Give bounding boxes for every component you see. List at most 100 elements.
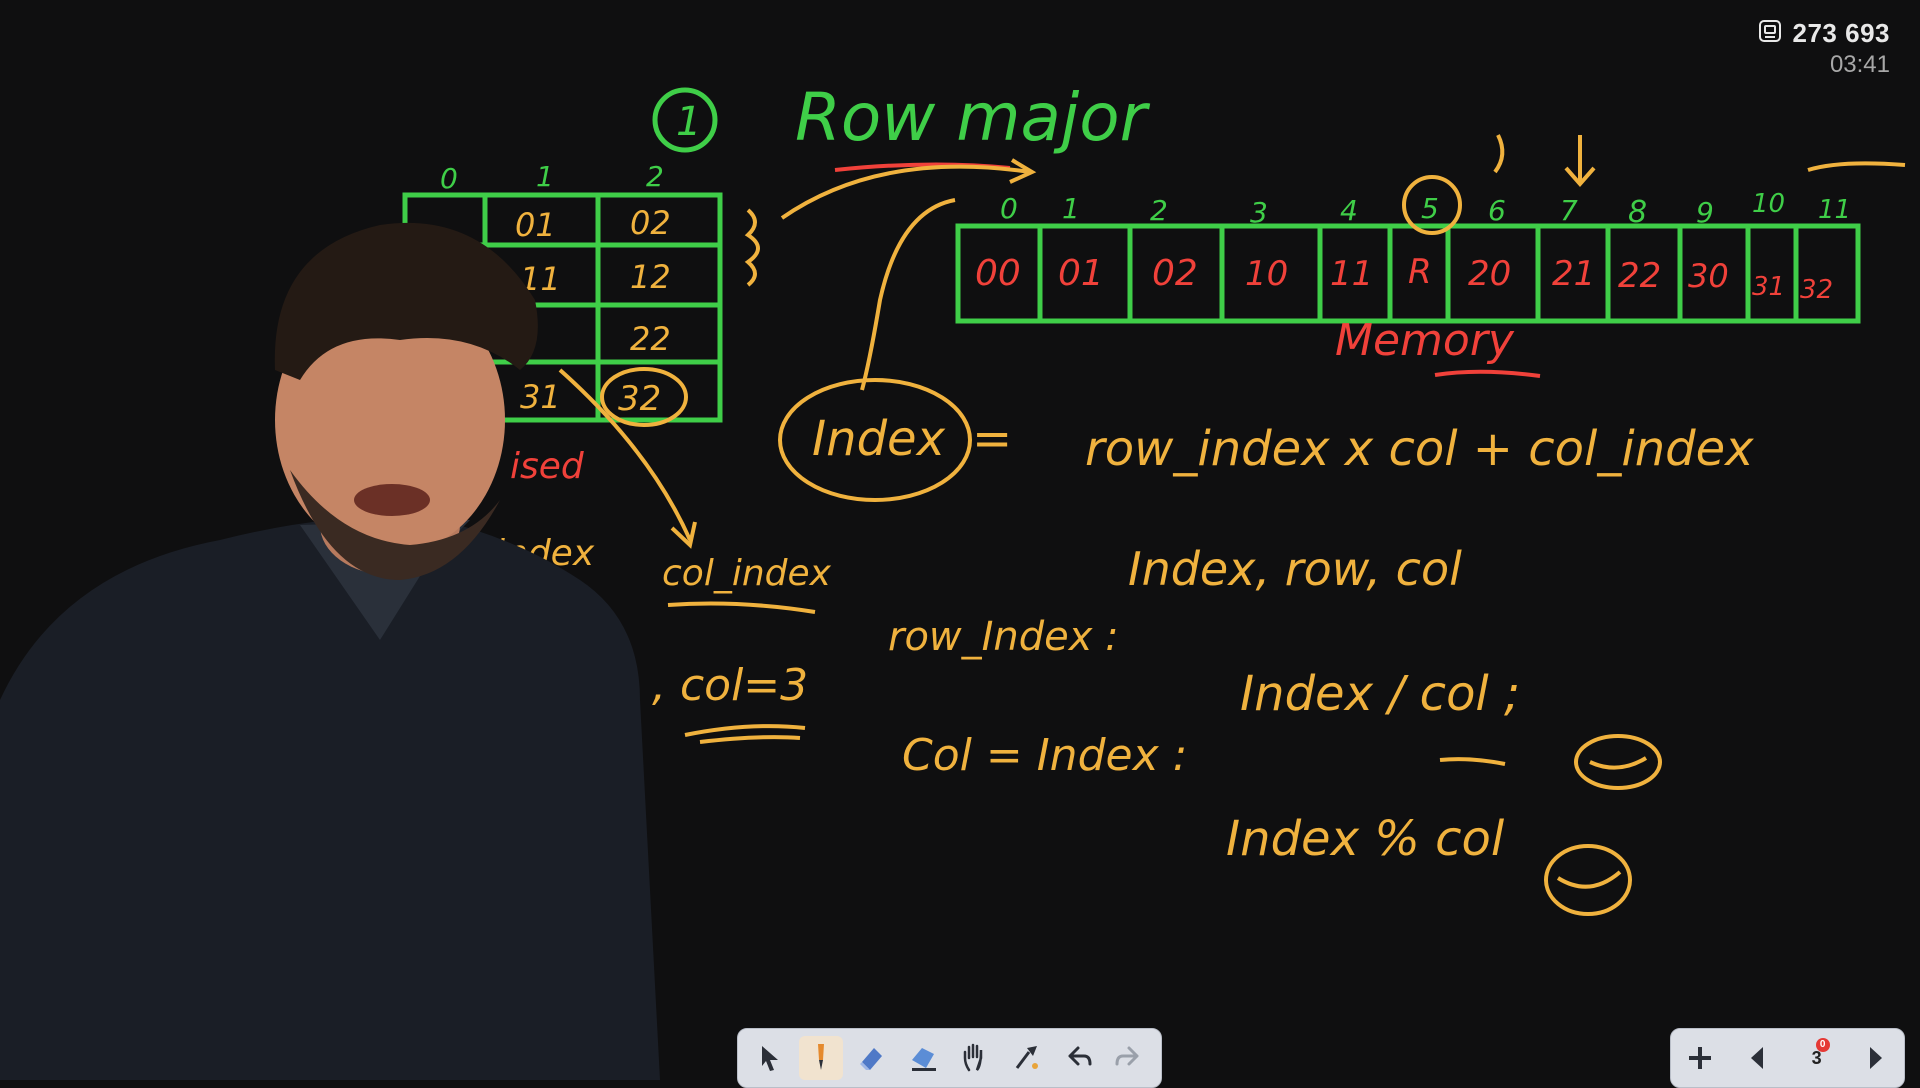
presenter-shirt: [0, 520, 660, 1080]
drawing-toolbar: [737, 1028, 1162, 1088]
highlighter-icon[interactable]: [902, 1036, 946, 1080]
page-number: 3: [1811, 1047, 1822, 1068]
title-row-major: Row major: [795, 79, 1151, 156]
matrix-cell: 01: [515, 206, 556, 244]
memory-index: 7: [1560, 194, 1578, 227]
presenter: [0, 222, 660, 1080]
row-index-formula: Index / col ;: [1240, 666, 1520, 722]
page-navigation: 3 0: [1670, 1028, 1905, 1088]
memory-index: 11: [1818, 195, 1851, 225]
page-indicator: 3 0: [1811, 1037, 1830, 1069]
matrix-cell: 32: [618, 379, 661, 419]
eraser-icon[interactable]: [850, 1036, 894, 1080]
col-equals-3: , col=3: [652, 660, 808, 711]
col-index-label: col_index: [662, 553, 832, 594]
matrix-col-header: 1: [536, 160, 554, 193]
memory-arrow: [1807, 161, 1906, 172]
index-circle: [778, 378, 972, 502]
memory-label: Memory: [1335, 315, 1515, 366]
plus-icon: [1689, 1047, 1712, 1069]
arrow-matrix-to-memory-head: [1009, 158, 1037, 184]
presenter-hair: [274, 222, 538, 380]
memory-cell: 00: [975, 253, 1021, 294]
memory-strip: 0 1 2 3 4 5 6 7 8 9 10 11 00 01 02 10 11…: [955, 134, 1906, 378]
view-count: 273 693: [1792, 18, 1890, 48]
memory-cell: 32: [1800, 275, 1833, 305]
pointer-icon[interactable]: [748, 1036, 792, 1080]
memory-index: 5: [1421, 192, 1439, 225]
check-circle: [1574, 734, 1662, 790]
matrix-cell: 22: [630, 320, 671, 358]
matrix-cell: 12: [630, 258, 671, 296]
memory-index: 2: [1150, 194, 1168, 227]
memory-index: 1: [1062, 192, 1080, 225]
undo-icon[interactable]: [1056, 1036, 1100, 1080]
memory-cell: 21: [1552, 254, 1595, 294]
col-equals-underline: [684, 724, 806, 744]
memory-index-circle: [1402, 175, 1462, 235]
title-number: 1: [676, 99, 701, 145]
index-label: Index: [812, 411, 946, 467]
formula-rhs: row_index x col + col_index: [1085, 421, 1754, 477]
memory-index: 10: [1752, 189, 1785, 219]
memory-index: 6: [1488, 194, 1506, 227]
index-connector: [860, 198, 956, 391]
laser-icon[interactable]: [1005, 1036, 1049, 1080]
memory-cell: 22: [1618, 256, 1661, 296]
presenter-face: [275, 285, 505, 555]
check-circle: [1544, 844, 1632, 916]
presenter-mouth: [354, 484, 430, 516]
matrix-cell: 31: [520, 378, 561, 416]
memory-arrow: [1564, 135, 1596, 188]
arrow-to-col-index: [558, 368, 697, 549]
row-index-label: row_Index :: [888, 614, 1119, 660]
formula-equals: =: [972, 411, 1012, 467]
col-index-underline: [667, 601, 816, 614]
matrix-col-header: 0: [440, 162, 458, 195]
memory-cell: 01: [1058, 253, 1104, 294]
viewers-icon: [1757, 18, 1783, 49]
memory-underline: [1434, 369, 1541, 378]
memory-cell: 11: [1330, 254, 1373, 294]
pen-icon[interactable]: [799, 1036, 844, 1080]
redo-icon[interactable]: [1107, 1036, 1151, 1080]
check-mark: [1556, 870, 1622, 889]
matrix-cell: 02: [630, 204, 671, 242]
memory-index: 8: [1628, 195, 1647, 230]
hand-icon[interactable]: [953, 1036, 997, 1080]
memory-frame: [955, 223, 1861, 324]
memory-cell: 31: [1752, 272, 1785, 302]
timer: 03:41: [1829, 51, 1890, 78]
col-underline: [1439, 757, 1506, 766]
viewer-counter: 273 693 03:41: [1757, 18, 1890, 79]
memory-cell: R: [1408, 252, 1432, 292]
partial-red-label: ised: [510, 446, 585, 487]
matrix-col-header: 2: [646, 160, 664, 193]
memory-index: 0: [1000, 192, 1018, 225]
memory-index: 3: [1250, 196, 1268, 229]
memory-cell: 20: [1468, 254, 1511, 294]
matrix-brace: [744, 208, 760, 287]
check-mark: [1589, 756, 1648, 770]
next-page-button[interactable]: [1854, 1037, 1896, 1079]
previous-page-button[interactable]: [1737, 1037, 1779, 1079]
memory-index: 9: [1696, 196, 1714, 229]
memory-cell: 10: [1245, 254, 1288, 294]
col-formula: Index % col: [1226, 811, 1505, 867]
given-values: Index, row, col: [1128, 542, 1462, 596]
chevron-left-icon: [1751, 1047, 1764, 1069]
add-page-button[interactable]: [1679, 1037, 1721, 1079]
presenter-beard: [290, 470, 500, 580]
title-number-circle: [652, 87, 718, 153]
chevron-right-icon: [1869, 1047, 1882, 1069]
memory-cell: 30: [1688, 257, 1729, 295]
matrix-highlight-circle: [600, 367, 688, 427]
memory-arrow: [1493, 134, 1505, 174]
arrow-matrix-to-memory: [780, 164, 1031, 220]
pages-button[interactable]: 3 0: [1796, 1037, 1838, 1079]
memory-cell: 02: [1152, 253, 1198, 294]
notification-badge: 0: [1815, 1037, 1830, 1052]
memory-index: 4: [1340, 194, 1358, 227]
col-label: Col = Index :: [902, 730, 1187, 781]
